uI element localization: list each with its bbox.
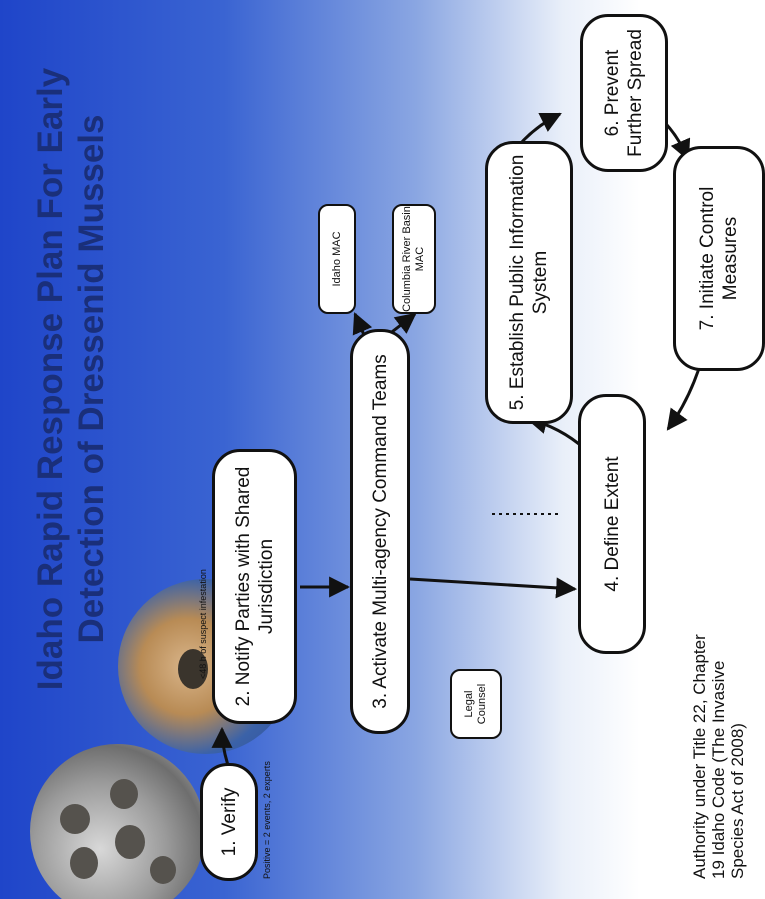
step-initiate: 7. Initiate Control Measures bbox=[673, 146, 765, 371]
step-define-extent: 4. Define Extent bbox=[578, 394, 646, 654]
idaho-mac-box: Idaho MAC bbox=[318, 204, 356, 314]
step-verify: 1. Verify bbox=[200, 763, 258, 881]
legal-counsel-box: Legal Counsel bbox=[450, 669, 502, 739]
step-notify: 2. Notify Parties with Shared Jurisdicti… bbox=[212, 449, 297, 724]
step-prevent: 6. Prevent Further Spread bbox=[580, 14, 668, 172]
columbia-mac-box: Columbia River Basin MAC bbox=[392, 204, 436, 314]
step-establish: 5. Establish Public Information System bbox=[485, 141, 573, 424]
authority-note: Authority under Title 22, Chapter 19 Ida… bbox=[690, 634, 747, 879]
verify-note: Positive = 2 events, 2 experts bbox=[262, 761, 272, 879]
arrow-activate-to-define bbox=[409, 577, 578, 599]
notify-note: <48 h of suspect infestation bbox=[198, 569, 208, 679]
step-activate: 3. Activate Multi-agency Command Teams bbox=[350, 329, 410, 734]
